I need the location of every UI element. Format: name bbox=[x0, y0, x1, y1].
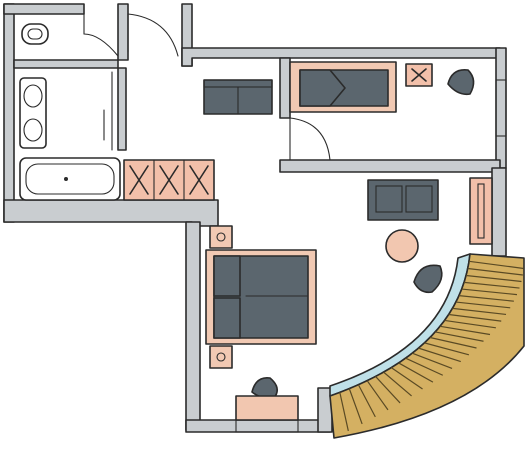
armchair-icon bbox=[447, 68, 475, 96]
deck-plank bbox=[390, 367, 423, 390]
hallway bbox=[127, 13, 273, 115]
deck-planks bbox=[339, 260, 524, 432]
window bbox=[495, 79, 507, 137]
living-room bbox=[367, 177, 493, 294]
desk bbox=[235, 395, 299, 421]
deck-plank bbox=[357, 384, 376, 418]
deck-plank bbox=[467, 267, 523, 276]
double-bed-icon bbox=[205, 249, 317, 345]
bathtub-icon bbox=[19, 157, 121, 201]
deck-plank bbox=[466, 274, 522, 283]
deck-plank bbox=[348, 388, 363, 425]
double-bed-icon bbox=[289, 61, 397, 113]
storage-cross-icon bbox=[123, 159, 215, 201]
deck-plank bbox=[429, 336, 477, 349]
deck-plank bbox=[366, 380, 389, 411]
door-swing-icon bbox=[83, 13, 119, 57]
window bbox=[235, 419, 299, 433]
door-swing-icon bbox=[127, 13, 179, 57]
deck-plank bbox=[339, 392, 349, 432]
chair-icon bbox=[413, 264, 443, 294]
walls bbox=[3, 3, 507, 433]
sofa-icon bbox=[203, 79, 273, 115]
deck-plank bbox=[383, 371, 412, 397]
bedroom-bottom bbox=[205, 225, 317, 433]
round-table-icon bbox=[385, 229, 419, 263]
deck-plank bbox=[398, 362, 434, 383]
deck-plank bbox=[461, 288, 518, 296]
deck-plank bbox=[468, 260, 524, 270]
deck-plank bbox=[455, 301, 511, 309]
deck-plank bbox=[435, 331, 484, 342]
balcony bbox=[329, 253, 525, 439]
deck-plank bbox=[424, 342, 470, 356]
toilet-icon bbox=[21, 23, 49, 45]
deck-plank bbox=[452, 307, 507, 316]
sink-icon bbox=[19, 77, 47, 149]
deck-plank bbox=[448, 313, 502, 322]
deck-plank bbox=[444, 319, 496, 329]
deck-plank bbox=[375, 376, 401, 404]
bedroom-top bbox=[289, 61, 507, 161]
nightstand-lamp-icon bbox=[209, 345, 233, 369]
storage-cross-icon bbox=[405, 63, 433, 87]
deck-plank bbox=[412, 352, 453, 369]
storage-cross-icon bbox=[469, 177, 493, 245]
nightstand-lamp-icon bbox=[209, 225, 233, 249]
door-swing-icon bbox=[289, 117, 331, 161]
deck-plank bbox=[405, 357, 444, 376]
deck-plank bbox=[439, 325, 491, 336]
bathroom bbox=[19, 71, 215, 201]
deck-plank bbox=[458, 295, 514, 302]
deck-plank bbox=[418, 347, 461, 363]
wc bbox=[21, 13, 119, 57]
sofa-icon bbox=[367, 179, 439, 221]
deck-plank bbox=[464, 281, 520, 289]
